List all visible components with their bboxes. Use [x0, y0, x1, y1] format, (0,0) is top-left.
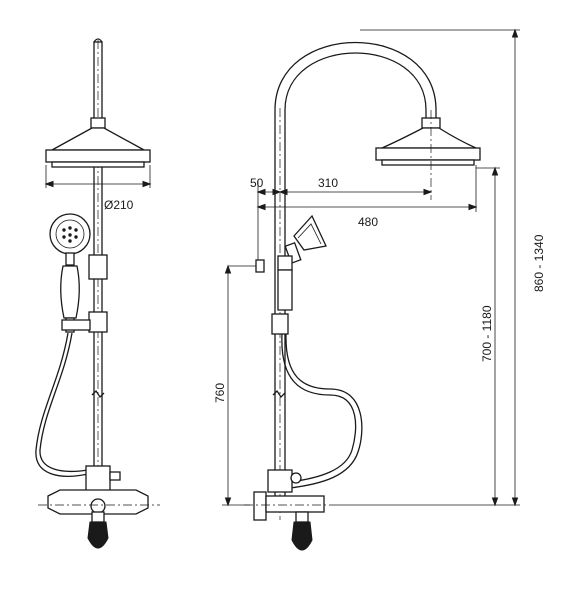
hose-front	[35, 332, 89, 477]
shower-head-side	[375, 110, 481, 200]
pipe-clamp	[88, 311, 108, 333]
mixer-front	[47, 465, 149, 549]
projection-dimension	[256, 165, 478, 212]
handshower-height-label: 760	[213, 383, 227, 403]
holder-arm	[61, 319, 91, 331]
arm-label: 310	[318, 176, 338, 190]
gooseneck-outer	[274, 42, 437, 500]
slider-bracket	[88, 254, 108, 280]
mixer-side	[253, 469, 325, 551]
hand-shower-side	[271, 214, 327, 335]
side-view: 50 310 480 760	[213, 28, 546, 551]
offset-arm-dimension	[256, 180, 433, 262]
pipe-break-mark	[91, 389, 105, 399]
offset-label: 50	[250, 176, 264, 190]
projection-label: 480	[358, 215, 378, 229]
gooseneck-inner	[284, 52, 427, 500]
hose-side-inner	[285, 333, 363, 489]
hose-side	[281, 333, 357, 483]
head-diameter-dimension	[44, 165, 152, 188]
shower-head-front	[45, 117, 151, 168]
hand-shower-front	[49, 213, 91, 333]
side-break-mark	[272, 389, 286, 399]
riser-top-cap	[93, 38, 103, 43]
total-height-label: 860 - 1340	[532, 234, 546, 292]
head-height-dimension	[330, 166, 500, 507]
total-height-dimension	[360, 28, 520, 507]
head-diameter-label: Ø210	[104, 198, 134, 212]
front-view: Ø210	[35, 38, 160, 549]
hose-front-inner	[39, 332, 89, 473]
head-height-label: 700 - 1180	[480, 305, 494, 362]
handshower-height-dimension	[222, 259, 265, 507]
